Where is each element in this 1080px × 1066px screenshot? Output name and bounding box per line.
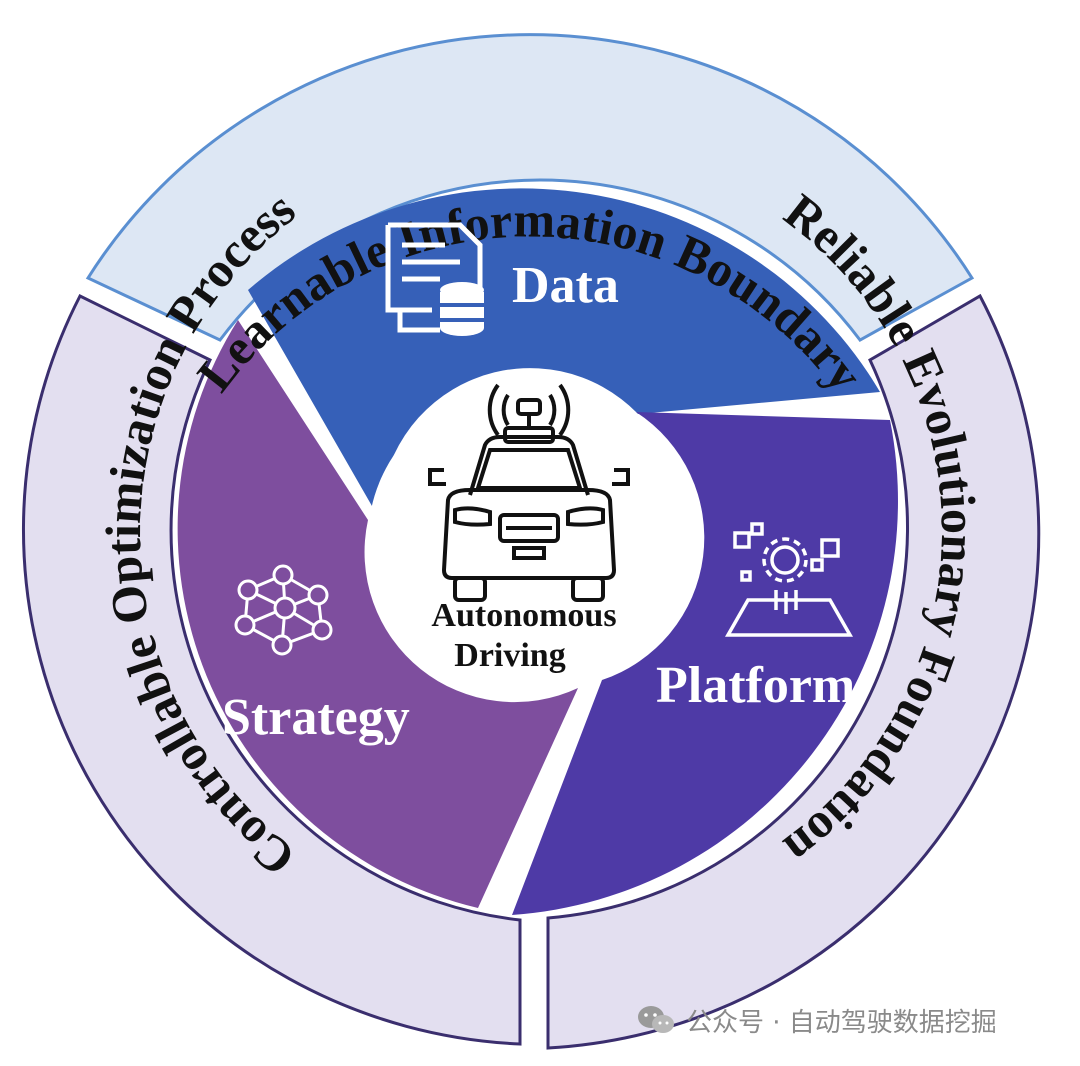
ring-sector-left: [21, 294, 522, 1046]
neural-network-icon: [234, 564, 333, 656]
watermark: 公众号 · 自动驾驶数据挖掘: [636, 1000, 997, 1040]
document-database-icon: [385, 222, 484, 336]
segment-label-data: Data: [512, 257, 619, 314]
center-label-line2: Driving: [454, 637, 565, 674]
wechat-icon: [638, 1006, 674, 1033]
gear-cubes-icon: [724, 522, 854, 637]
segment-strategy: [177, 320, 579, 908]
segment-label-strategy: Strategy: [222, 689, 410, 746]
autonomous-car-icon: [428, 383, 630, 602]
segment-platform: [512, 412, 898, 915]
segment-label-platform: Platform: [656, 657, 855, 714]
watermark-text: 公众号 · 自动驾驶数据挖掘: [686, 1007, 997, 1038]
segment-data: [248, 188, 880, 520]
ring-sector-top: [85, 33, 975, 342]
ring-sector-right: [546, 293, 1041, 1050]
center-label-line1: Autonomous: [431, 597, 616, 634]
